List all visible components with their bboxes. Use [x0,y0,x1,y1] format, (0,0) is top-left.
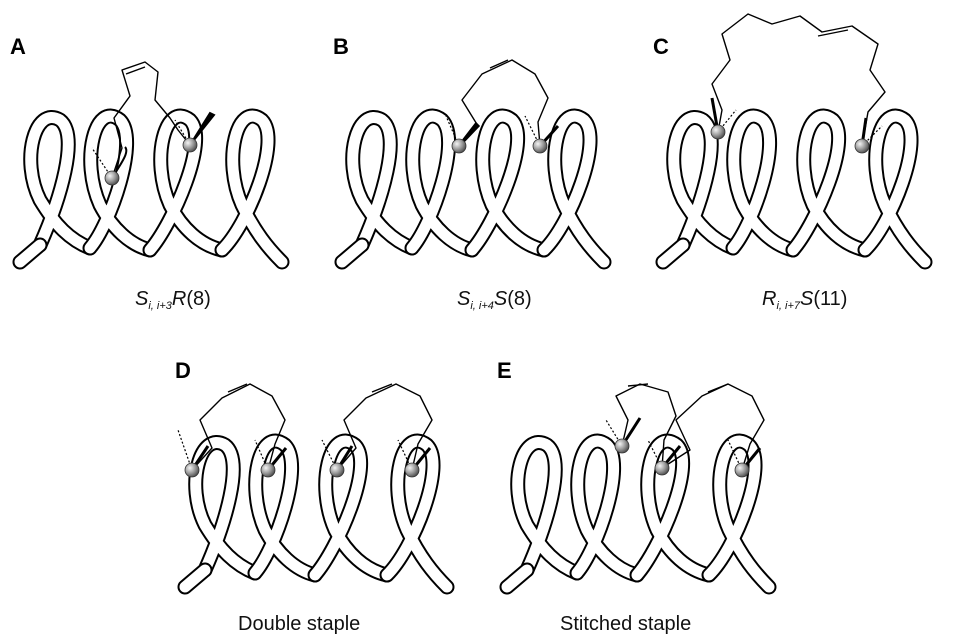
helix-a [20,116,282,262]
helix-d [185,441,447,587]
staple-b [446,60,558,153]
helix-c [663,116,925,262]
helix-b [342,116,604,262]
helix-e [507,441,769,587]
